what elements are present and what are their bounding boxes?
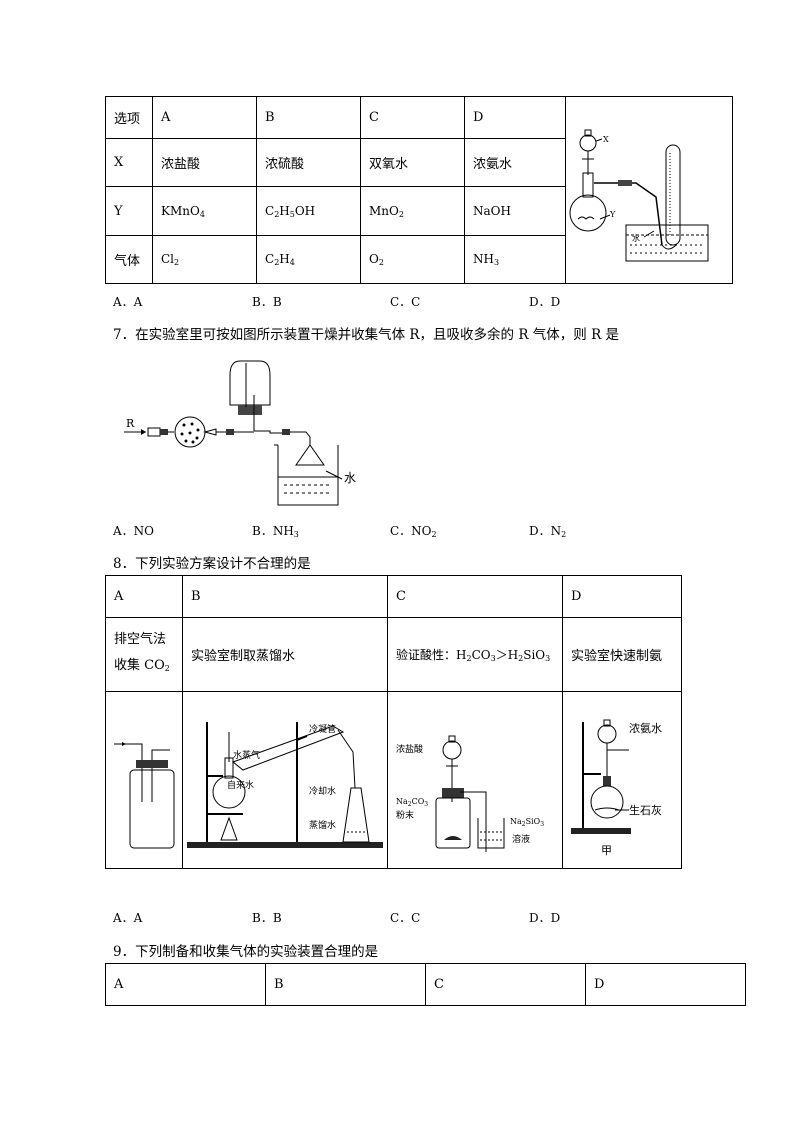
q6-header-a: A [152,95,257,140]
q6-apparatus-figure: X Y 水 [569,129,709,262]
q6-y-d: NaOH [464,186,566,236]
q8-desc-a: 排空气法收集 CO2 [105,617,183,692]
q6-label-water: 水 [632,233,640,243]
q6-header-b: B [256,95,361,140]
q8-label-powder: 粉末 [396,809,414,821]
q7-answer-d[interactable]: D．N2 [529,524,567,539]
q6-gas-d: NH3 [464,234,566,285]
q8-header-c: C [387,575,563,618]
q9-header-c: C [424,963,586,1006]
q6-x-a: 浓盐酸 [152,138,257,188]
q8-stem: 8．下列实验方案设计不合理的是 [113,556,311,572]
q8-desc-b: 实验室制取蒸馏水 [182,617,388,692]
q7-apparatus-figure: R 水 [124,360,356,506]
q7-stem: 7．在实验室里可按如图所示装置干燥并收集气体 R，且吸收多余的 R 气体，则 R… [113,327,620,343]
q8-figure-b: 水蒸气 冷凝管 自来水 冷却水 蒸馏水 [187,722,383,848]
q8-label-lime: 生石灰 [629,803,662,817]
q6-x-d: 浓氨水 [464,138,566,188]
q9-stem: 9．下列制备和收集气体的实验装置合理的是 [113,944,379,960]
q9-header-b: B [264,963,426,1006]
q6-gas-b: C2H4 [256,234,361,285]
q6-answer-a[interactable]: A．A [113,295,143,309]
q7-label-water: 水 [344,471,356,485]
q6-table: 选项 A B C D X Y [105,95,733,285]
q8-label-steam: 水蒸气 [233,749,260,761]
q8-figure-d-cell: 浓氨水 生石灰 甲 [562,691,682,869]
q8-header-b: B [182,575,388,618]
q8-label-hcl: 浓盐酸 [396,743,423,755]
q6-x-b: 浓硫酸 [256,138,361,188]
q9-header-d: D [584,963,747,1006]
q8-figure-d: 浓氨水 生石灰 甲 [571,719,662,857]
q8-answer-d[interactable]: D．D [529,911,561,925]
q9-header-a: A [105,963,266,1006]
q8-header-a: A [105,575,183,618]
q6-answer-c[interactable]: C．C [390,295,421,309]
q8-figure-c: 浓盐酸 Na2CO3 粉末 Na2SiO3 溶液 [396,735,544,852]
q8-label-cooling-water: 冷却水 [309,785,336,797]
q6-header-d: D [464,95,566,140]
q8-figure-b-cell: 水蒸气 冷凝管 自来水 冷却水 蒸馏水 [182,691,388,869]
q6-row-gas-label: 气体 [105,234,153,285]
q8-figure-a [114,742,175,849]
q8-label-solution: 溶液 [512,833,530,845]
q7-label-r: R [126,417,135,430]
q6-answer-b[interactable]: B．B [252,295,282,309]
q7-answer-c[interactable]: C．NO2 [390,524,437,539]
q6-gas-c: O2 [360,234,465,285]
q6-label-y: Y [609,210,616,219]
q8-desc-d: 实验室快速制氨 [562,617,682,692]
q8-label-condenser: 冷凝管 [309,723,336,735]
q9-table: A B C D [105,963,747,1006]
q8-table: A B C D 排空气法收集 CO2 实验室制取蒸馏水 验证酸性：H2CO3＞H… [105,575,682,869]
q6-row-y-label: Y [105,186,153,236]
q6-row-x-label: X [105,138,153,188]
q8-figure-a-cell [105,691,183,869]
q6-gas-a: Cl2 [152,234,257,285]
q8-label-jia: 甲 [601,844,612,857]
q8-label-na2sio3: Na2SiO3 [510,817,544,828]
q7-answer-a[interactable]: A．NO [113,524,155,538]
q6-x-c: 双氧水 [360,138,465,188]
q6-y-c: MnO2 [360,186,465,236]
q6-y-a: KMnO4 [152,186,257,236]
q8-label-distilled: 蒸馏水 [309,819,336,831]
q8-header-d: D [562,575,682,618]
q7-answer-b[interactable]: B．NH3 [252,524,299,539]
q6-figure-cell: X Y 水 [565,96,733,284]
q6-y-b: C2H5OH [256,186,361,236]
q8-desc-c: 验证酸性：H2CO3＞H2SiO3 [387,617,563,692]
q8-answer-b[interactable]: B．B [252,911,282,925]
q6-answer-d[interactable]: D．D [529,295,561,309]
q6-header-c: C [360,95,465,140]
q8-label-na2co3: Na2CO3 [396,797,428,808]
q8-answer-a[interactable]: A．A [113,911,143,925]
q8-answer-c[interactable]: C．C [390,911,421,925]
q6-label-x: X [603,135,609,144]
q8-label-tap-water: 自来水 [227,779,254,791]
q8-figure-c-cell: 浓盐酸 Na2CO3 粉末 Na2SiO3 溶液 [387,691,563,869]
q8-label-ammonia: 浓氨水 [629,722,662,735]
q6-header-option: 选项 [105,95,153,140]
